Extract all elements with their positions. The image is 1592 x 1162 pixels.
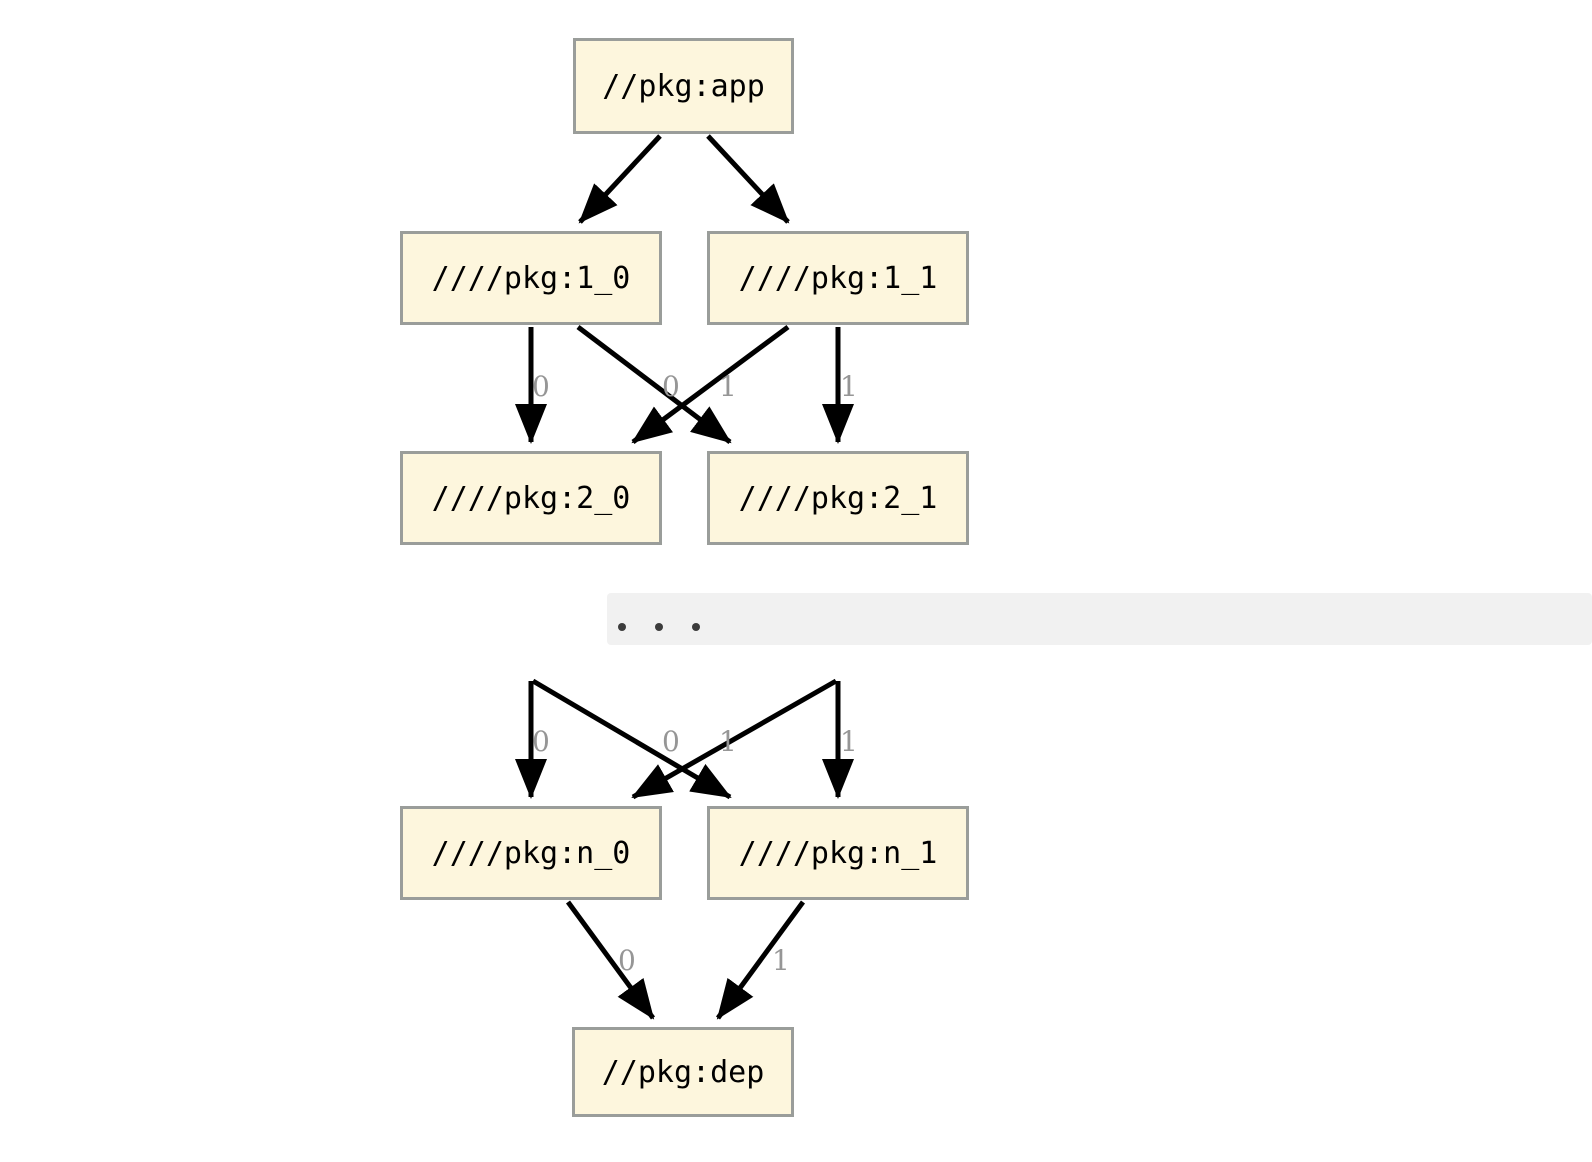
ellipsis-dot — [692, 623, 700, 631]
edge-app-to-1_0 — [578, 134, 662, 224]
edge-label-1_0-2_1: 0 — [662, 370, 680, 403]
node-label: ////pkg:n_1 — [738, 835, 938, 871]
node-label: ////pkg:1_0 — [431, 260, 631, 296]
node-pkg-2_1[interactable]: ////pkg:2_1 — [707, 451, 969, 545]
edge-n_1-to-dep — [715, 900, 806, 1020]
edge-label-1_1-2_1: 1 — [840, 370, 858, 403]
node-dep[interactable]: //pkg:dep — [572, 1027, 794, 1117]
ellipsis-dot — [655, 623, 663, 631]
node-label: ////pkg:n_0 — [431, 835, 631, 871]
node-label: ////pkg:2_0 — [431, 480, 631, 516]
edge-label-collapsed-n_0: 0 — [532, 725, 550, 758]
node-label: //pkg:app — [602, 68, 765, 104]
edge-app-to-1_1 — [706, 134, 790, 224]
edge-n_0-to-dep — [565, 900, 656, 1020]
edge-label-1_1-2_0: 1 — [719, 370, 737, 403]
ellipsis-dot — [618, 623, 626, 631]
node-pkg-1_1[interactable]: ////pkg:1_1 — [707, 231, 969, 325]
node-label: ////pkg:1_1 — [738, 260, 938, 296]
node-pkg-n_0[interactable]: ////pkg:n_0 — [400, 806, 662, 900]
edge-1_0-to-2_1 — [576, 325, 732, 444]
edge-label-collapsed-n_1: 0 — [662, 725, 680, 758]
edge-label-collapsed-cross-n_1: 1 — [840, 725, 858, 758]
collapsed-section-band[interactable] — [607, 593, 1592, 645]
node-pkg-n_1[interactable]: ////pkg:n_1 — [707, 806, 969, 900]
node-label: ////pkg:2_1 — [738, 480, 938, 516]
node-pkg-2_0[interactable]: ////pkg:2_0 — [400, 451, 662, 545]
node-pkg-1_0[interactable]: ////pkg:1_0 — [400, 231, 662, 325]
edge-label-1_0-2_0: 0 — [532, 370, 550, 403]
edge-label-collapsed-cross-n_0: 1 — [719, 725, 737, 758]
node-app[interactable]: //pkg:app — [573, 38, 794, 134]
ellipsis-icon — [607, 623, 700, 645]
node-label: //pkg:dep — [601, 1054, 765, 1090]
edge-label-n_0-dep: 0 — [618, 944, 636, 977]
edge-label-n_1-dep: 1 — [772, 944, 790, 977]
edge-1_1-to-2_0 — [631, 324, 790, 445]
edge-collapsed-to-n_1 — [531, 678, 732, 800]
